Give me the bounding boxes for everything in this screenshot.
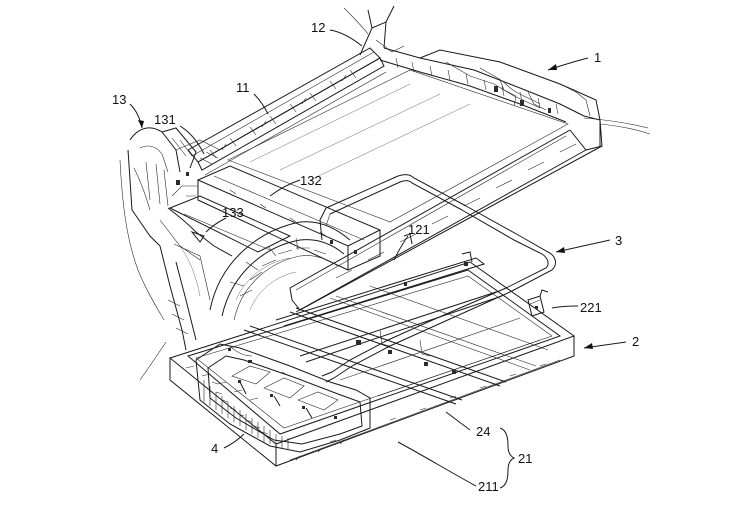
battery-tray-frame: [168, 233, 576, 467]
reference-numerals: 1 2 3 4 11 12 13 21 24 121 131 132 133 2…: [112, 20, 639, 494]
mounting-bracket-221: [527, 289, 549, 317]
label-24: 24: [476, 424, 490, 439]
cross-member-132: [196, 165, 382, 271]
wheel-arch: [209, 221, 351, 321]
vehicle-body: [119, 5, 651, 381]
pillar-12: [359, 5, 585, 123]
floor-panel: [227, 69, 569, 223]
label-4: 4: [211, 441, 218, 456]
rear-side-structure-13: [127, 127, 233, 257]
label-1: 1: [594, 50, 601, 65]
rocker-right: [289, 120, 603, 313]
label-132: 132: [300, 173, 322, 188]
battery-pack-4: [195, 343, 371, 461]
label-21: 21: [518, 451, 532, 466]
label-211: 211: [478, 479, 499, 494]
label-133: 133: [222, 205, 244, 220]
body-outline-curves: [119, 7, 651, 381]
seal-loop-3: [319, 174, 556, 383]
label-221: 221: [580, 300, 602, 315]
label-131: 131: [154, 112, 176, 127]
left-lower-structure: [159, 243, 211, 351]
label-121: 121: [408, 222, 430, 237]
label-11: 11: [236, 80, 250, 95]
side-rail-11: [187, 47, 387, 176]
label-3: 3: [615, 233, 622, 248]
label-2: 2: [632, 334, 639, 349]
label-13: 13: [112, 92, 126, 107]
leader-lines: [129, 29, 627, 489]
label-12: 12: [311, 20, 325, 35]
front-cross-member: [419, 49, 603, 151]
